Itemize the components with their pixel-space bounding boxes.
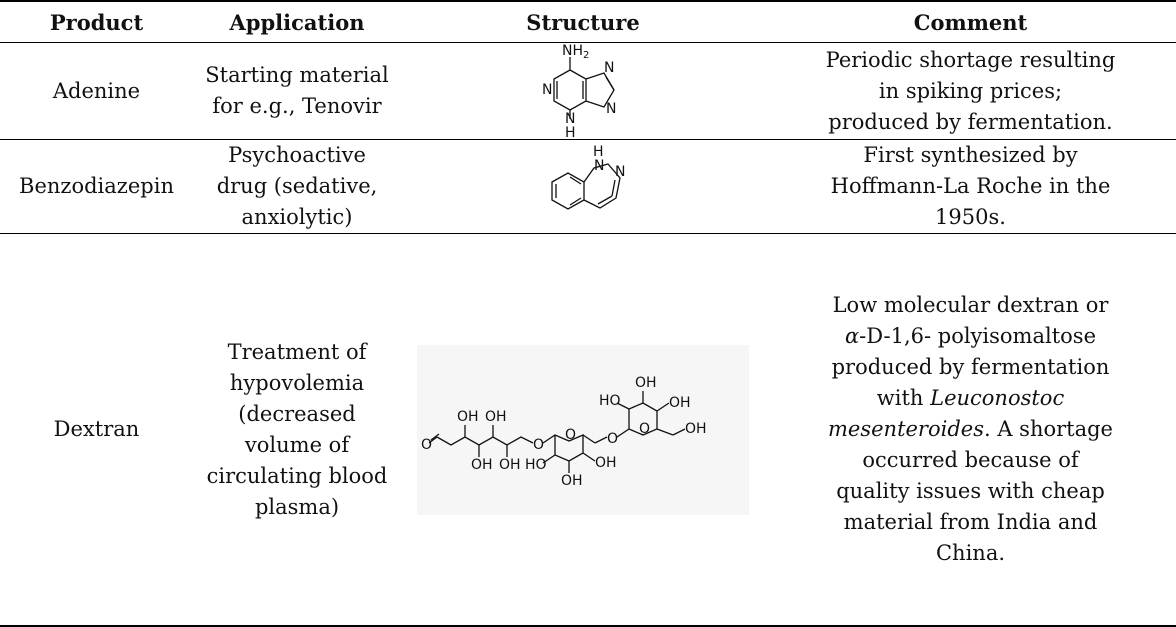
product-cell: Dextran	[0, 233, 193, 627]
application-cell: Psychoactive drug (sedative, anxiolytic)	[193, 139, 401, 234]
svg-text:O: O	[639, 421, 650, 437]
comment-line: Hoffmann-La Roche in the	[830, 174, 1111, 198]
svg-text:OH: OH	[457, 409, 479, 425]
comment-line: α-D-1,6- polyisomaltose	[845, 324, 1096, 348]
comment-line: with Leuconostoc	[877, 386, 1064, 410]
svg-text:OH: OH	[595, 455, 617, 471]
ring-n-label: N	[594, 158, 604, 174]
application-cell: Treatment of hypovolemia (decreased volu…	[193, 233, 401, 627]
product-cell: Adenine	[0, 42, 193, 140]
application-line: volume of	[244, 432, 350, 457]
header-product: Product	[0, 0, 193, 43]
dextran-structure-icon: O OH OH OH OH O O HO OH OH	[417, 344, 749, 515]
ring-n-label: N	[604, 60, 614, 76]
alpha-symbol: α	[844, 324, 860, 348]
application-line: for e.g., Tenovir	[212, 94, 382, 118]
comment-line: mesenteroides. A shortage	[828, 417, 1113, 441]
svg-text:NH2: NH2	[562, 43, 589, 61]
svg-text:OH: OH	[685, 421, 707, 437]
header-structure: Structure	[401, 0, 765, 43]
comment-line: occurred because of	[862, 448, 1079, 472]
application-line: (decreased	[238, 401, 356, 426]
svg-text:OH: OH	[561, 473, 583, 489]
ring-n-label: N	[615, 164, 625, 180]
comment-line: produced by fermentation	[831, 355, 1110, 379]
comment-fragment: -D-1,6- polyisomaltose	[859, 324, 1096, 348]
svg-text:O: O	[565, 427, 576, 443]
nh2-label: NH	[562, 43, 583, 59]
application-line: Treatment of	[227, 339, 367, 364]
adenine-structure-icon: NH2 N N N N H	[542, 43, 616, 139]
comment-fragment: with	[876, 386, 931, 410]
comment-line: in spiking prices;	[878, 78, 1063, 103]
table-row: Adenine Starting material for e.g., Teno…	[0, 42, 1176, 140]
application-line: drug (sedative,	[216, 174, 378, 198]
svg-text:OH: OH	[669, 395, 691, 411]
comment-line: China.	[935, 541, 1006, 565]
structure-cell: O OH OH OH OH O O HO OH OH	[401, 233, 765, 627]
ring-h-label: H	[565, 125, 576, 139]
species-name: Leuconostoc	[930, 386, 1065, 410]
table-row: Dextran Treatment of hypovolemia (decrea…	[0, 233, 1176, 627]
application-line: anxiolytic)	[241, 205, 353, 229]
svg-text:OH: OH	[499, 457, 521, 473]
ring-n-label: N	[542, 82, 552, 98]
svg-text:O: O	[421, 437, 432, 453]
application-line: Psychoactive	[228, 143, 366, 167]
header-row: Product Application Structure Comment	[0, 0, 1176, 43]
svg-text:OH: OH	[485, 409, 507, 425]
structure-cell: H N N	[401, 139, 765, 234]
svg-text:OH: OH	[635, 375, 657, 391]
application-line: plasma)	[254, 494, 340, 519]
svg-text:O: O	[533, 437, 544, 453]
ring-h-label: H	[593, 144, 604, 160]
comment-cell: First synthesized by Hoffmann-La Roche i…	[765, 139, 1176, 234]
structure-cell: NH2 N N N N H	[401, 42, 765, 140]
benzodiazepine-structure-icon: H N N	[551, 144, 625, 210]
header-comment: Comment	[765, 0, 1176, 43]
svg-text:O: O	[607, 431, 618, 447]
product-cell: Benzodiazepin	[0, 139, 193, 234]
comment-line: quality issues with cheap	[836, 479, 1105, 503]
species-name: mesenteroides	[828, 417, 984, 441]
comment-cell: Periodic shortage resulting in spiking p…	[765, 42, 1176, 140]
header-application: Application	[193, 0, 401, 43]
comment-line: produced by fermentation.	[828, 109, 1113, 134]
application-cell: Starting material for e.g., Tenovir	[193, 42, 401, 140]
comment-line: material from India and	[843, 510, 1098, 534]
ring-n-label: N	[606, 101, 616, 117]
svg-text:OH: OH	[471, 457, 493, 473]
application-line: Starting material	[205, 63, 389, 87]
comment-fragment: . A shortage	[983, 417, 1113, 441]
comment-line: Periodic shortage resulting	[825, 47, 1116, 72]
ring-n-label: N	[565, 111, 575, 127]
application-line: circulating blood	[206, 463, 388, 488]
comment-line: First synthesized by	[863, 143, 1078, 167]
comment-line: 1950s.	[935, 205, 1006, 229]
comment-line: Low molecular dextran or	[832, 293, 1109, 317]
svg-text:HO: HO	[599, 393, 621, 409]
comment-cell: Low molecular dextran or α-D-1,6- polyis…	[765, 233, 1176, 627]
table-row: Benzodiazepin Psychoactive drug (sedativ…	[0, 139, 1176, 234]
application-line: hypovolemia	[229, 370, 365, 395]
svg-text:HO: HO	[525, 457, 547, 473]
